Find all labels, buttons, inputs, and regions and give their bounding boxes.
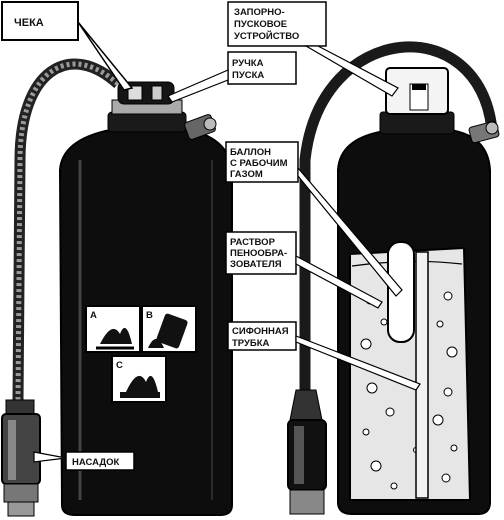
label-ballon-line1: БАЛЛОН — [230, 147, 271, 158]
label-zaporno-line3: УСТРОЙСТВО — [234, 30, 299, 42]
right-extinguisher: ЗАПОРНО- ПУСКОВОЕ УСТРОЙСТВО БАЛЛОН С РА… — [225, 1, 500, 515]
right-valve-head — [379, 67, 455, 135]
label-zaporno: ЗАПОРНО- ПУСКОВОЕ УСТРОЙСТВО — [227, 1, 399, 97]
panel-a: A — [85, 305, 141, 353]
label-ruchka-line1: РУЧКА — [232, 58, 264, 69]
label-ruchka: РУЧКА ПУСКА — [167, 51, 297, 103]
label-rastvor-line2: ПЕНООБРА- — [230, 248, 287, 259]
left-side-fitting — [184, 114, 217, 140]
label-nasadok-text: НАСАДОК — [72, 457, 119, 468]
right-cutaway — [349, 246, 472, 501]
panel-c: C — [111, 355, 167, 403]
panel-a-letter: A — [90, 310, 97, 321]
left-extinguisher: A B C ЧЕКА РУЧКА ПУСКА — [1, 1, 297, 517]
panel-c-letter: C — [116, 360, 123, 371]
inner-gas-cylinder — [387, 241, 415, 343]
panel-b: B — [141, 305, 197, 353]
right-hose — [299, 41, 498, 390]
label-rastvor-line3: ЗОВАТЕЛЯ — [230, 259, 282, 270]
label-cheka: ЧЕКА — [1, 1, 134, 91]
label-sifon: СИФОННАЯ ТРУБКА — [227, 321, 421, 391]
label-sifon-line2: ТРУБКА — [232, 338, 270, 349]
label-ballon-line3: ГАЗОМ — [230, 169, 263, 180]
siphon-tube — [415, 251, 429, 499]
left-nozzle — [1, 399, 41, 517]
label-ballon-line2: С РАБОЧИМ — [230, 158, 288, 169]
label-ruchka-line2: ПУСКА — [232, 70, 264, 81]
right-nozzle — [287, 389, 327, 515]
label-zaporno-line2: ПУСКОВОЕ — [234, 19, 287, 30]
label-cheka-text: ЧЕКА — [14, 17, 44, 29]
panel-b-letter: B — [146, 310, 153, 321]
label-ballon: БАЛЛОН С РАБОЧИМ ГАЗОМ — [225, 141, 403, 297]
label-sifon-line1: СИФОННАЯ — [232, 326, 289, 337]
right-side-fitting — [468, 120, 500, 144]
label-zaporno-line1: ЗАПОРНО- — [234, 7, 285, 18]
label-rastvor: РАСТВОР ПЕНООБРА- ЗОВАТЕЛЯ — [225, 231, 383, 309]
label-nasadok: НАСАДОК — [33, 451, 135, 471]
label-rastvor-line1: РАСТВОР — [230, 237, 276, 248]
left-valve-head — [107, 81, 187, 133]
